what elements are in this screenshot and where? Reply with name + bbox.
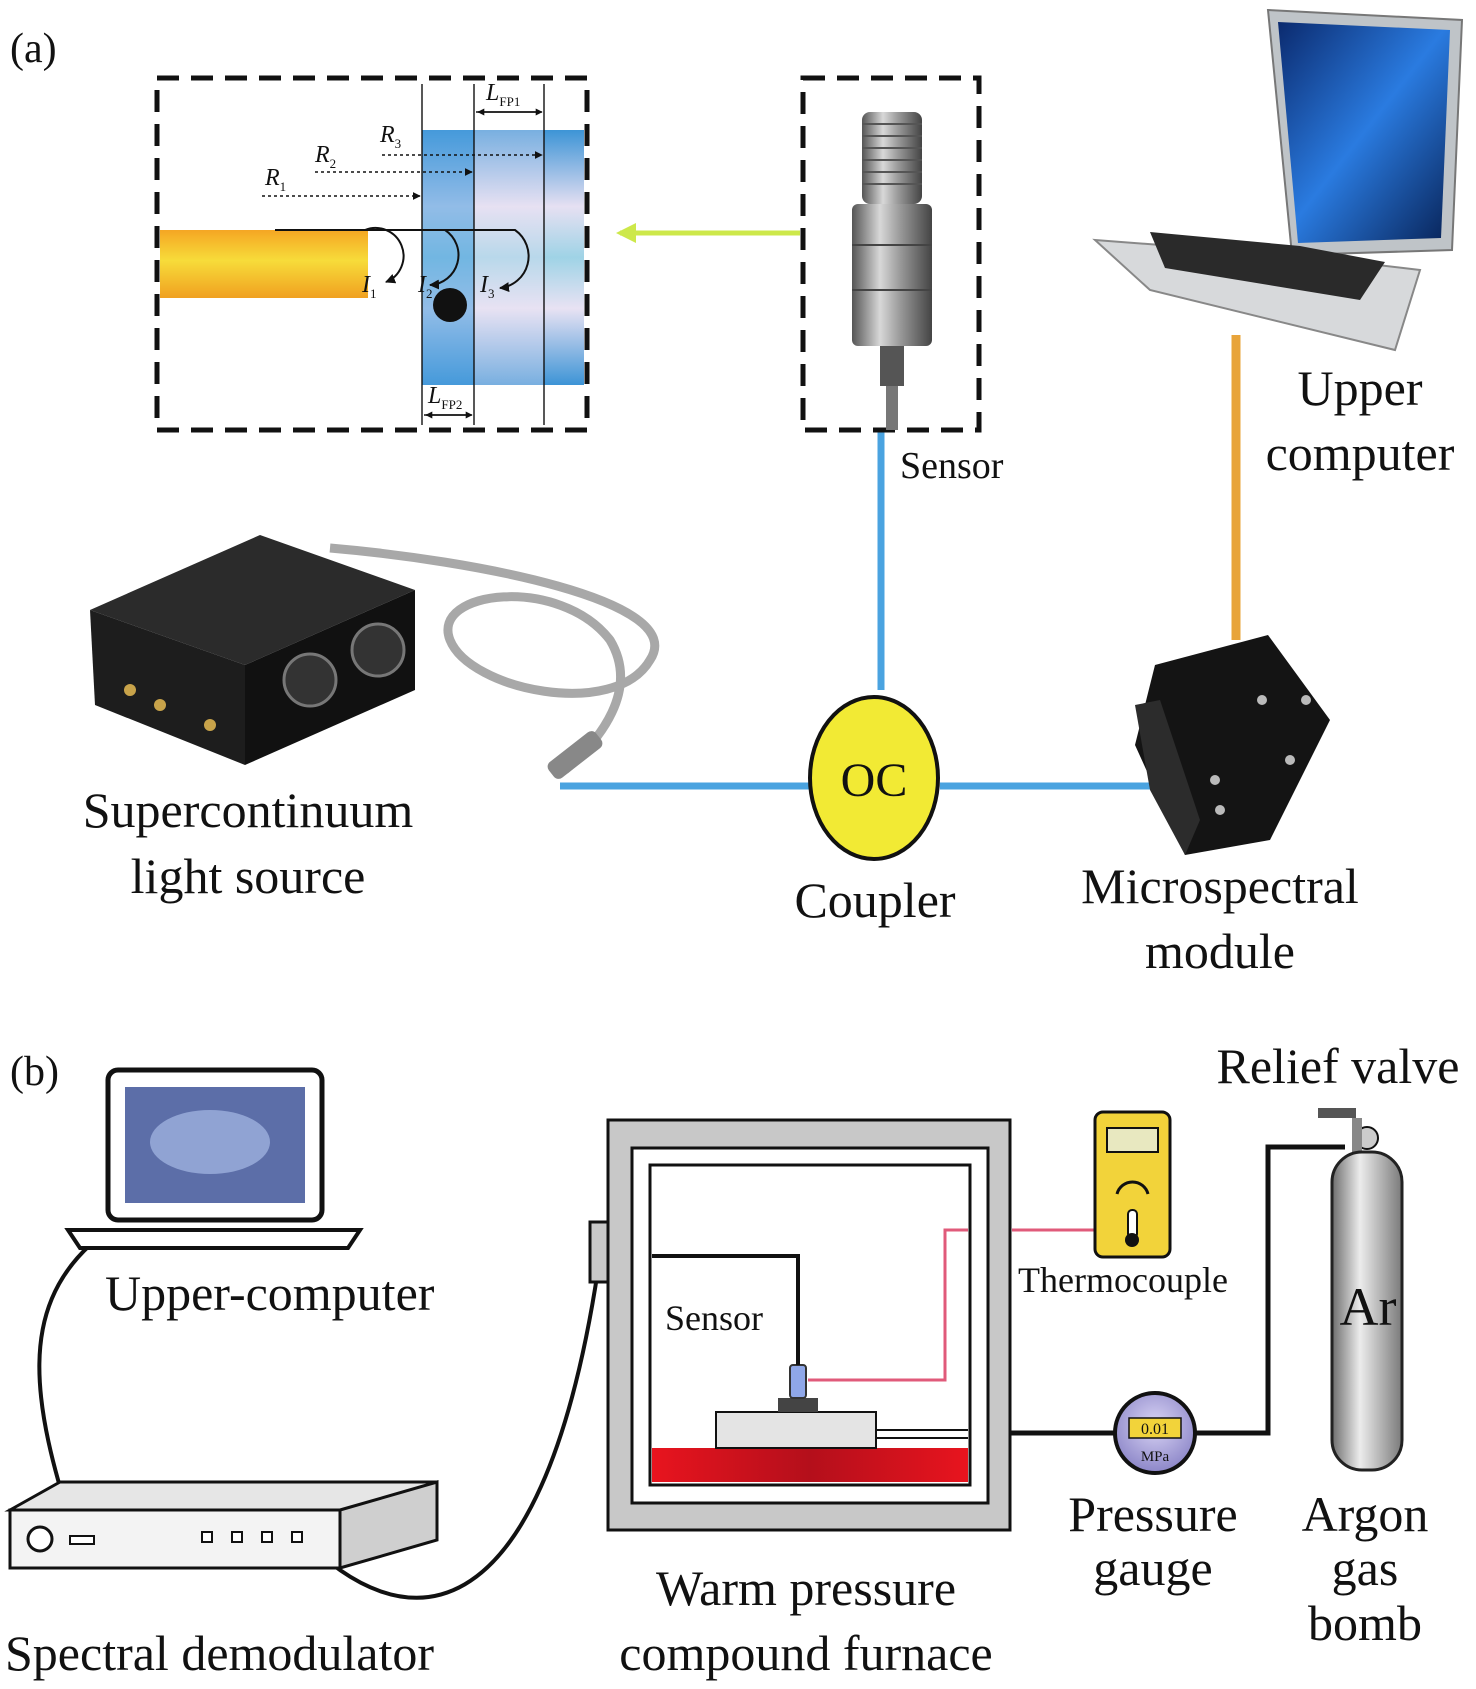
relief-valve-cap	[1318, 1108, 1356, 1118]
sensor-b-label: Sensor	[665, 1298, 763, 1338]
furnace-port	[588, 1220, 610, 1284]
furnace-label-line2: compound furnace	[619, 1625, 992, 1681]
label-r3: R3	[379, 122, 401, 151]
probe-thread	[862, 112, 922, 204]
gauge-display	[1128, 1417, 1182, 1439]
sensor-mount	[778, 1398, 818, 1412]
label-lfp2: LFP2	[427, 383, 462, 412]
fp-cavity-layer-1	[422, 130, 474, 385]
argon-label-line3: bomb	[1308, 1595, 1422, 1651]
laptop-screen	[1278, 22, 1450, 243]
power-button-icon	[26, 1525, 54, 1553]
usb-port-icon	[69, 1535, 95, 1545]
label-i2: I2	[417, 272, 433, 301]
module-fins	[1135, 700, 1200, 855]
supercontinuum-light-source	[90, 535, 660, 779]
upper-computer-laptop-b	[64, 1067, 364, 1250]
pressure-gauge-label-line1: Pressure	[1068, 1486, 1237, 1542]
coupler-symbol: OC	[841, 754, 908, 807]
thermocouple-label: Thermocouple	[1018, 1260, 1228, 1300]
label-lfp1: LFP1	[485, 80, 520, 109]
probe-tail	[886, 386, 898, 430]
fiber-patch-cable	[329, 543, 660, 774]
sensor-structure-inset: R1 R2 R3 I1 I2 I3 LFP1 LFP2	[154, 75, 590, 433]
fiber-connector	[547, 731, 603, 779]
optical-fiber	[160, 230, 368, 298]
bottle-body	[1330, 1150, 1404, 1472]
microspectral-label-line2: module	[1145, 923, 1295, 979]
label-i3: I3	[479, 272, 495, 301]
i3-reflection	[445, 229, 530, 293]
laptop-b-base	[64, 1228, 364, 1250]
label-r2: R2	[314, 142, 336, 171]
pressure-gauge: 0.01 MPa	[1113, 1391, 1197, 1475]
pressure-gauge-label-line2: gauge	[1093, 1540, 1212, 1596]
upper-computer-laptop	[1092, 8, 1464, 352]
optical-coupler	[808, 695, 940, 861]
spectral-demodulator	[4, 1480, 439, 1570]
meter-dial-icon	[1115, 1180, 1150, 1195]
microspectral-module	[1135, 635, 1330, 855]
upper-computer-label-line1: Upper	[1298, 360, 1423, 416]
sample-stage	[715, 1411, 877, 1449]
microspectral-label-line1: Microspectral	[1081, 858, 1359, 914]
argon-label-line2: gas	[1332, 1540, 1399, 1596]
upper-computer-b-label: Upper-computer	[105, 1265, 435, 1321]
gas-line-gauge-to-bottle	[1195, 1144, 1345, 1436]
fp-cavity-layer-2	[474, 130, 544, 385]
gauge-reading: 0.01	[1141, 1421, 1169, 1438]
supercontinuum-label-line1: Supercontinuum	[83, 782, 414, 838]
warm-pressure-furnace	[588, 1118, 1012, 1532]
sensor-label: Sensor	[900, 445, 1004, 487]
label-r1: R1	[264, 165, 286, 194]
fiber-sensor-probe	[800, 75, 982, 433]
panel-label-a: (a)	[10, 26, 57, 72]
laptop-keyboard	[1150, 232, 1385, 300]
sensor-b-probe	[789, 1364, 807, 1399]
heater-plate	[652, 1448, 968, 1482]
coupler-label: Coupler	[794, 872, 955, 928]
argon-gas-bottle: Ar	[1318, 1108, 1404, 1472]
cavity-particle	[433, 288, 467, 322]
probe-body	[852, 204, 932, 346]
argon-label-line1: Argon	[1302, 1486, 1429, 1542]
source-top	[90, 535, 415, 665]
demodulator-side	[338, 1480, 439, 1570]
spectral-demodulator-label: Spectral demodulator	[5, 1625, 434, 1681]
panel-label-b: (b)	[10, 1049, 59, 1095]
upper-computer-label-line2: computer	[1266, 425, 1455, 481]
i1-reflection	[275, 227, 405, 284]
probe-neck	[880, 346, 904, 386]
i2-reflection	[365, 229, 460, 290]
fan-2-icon	[350, 622, 406, 678]
inset-dashed-frame	[154, 75, 590, 433]
relief-valve-label: Relief valve	[1217, 1038, 1460, 1094]
gauge-unit: MPa	[1141, 1449, 1170, 1465]
cable-demodulator-to-furnace	[298, 1269, 600, 1600]
supercontinuum-label-line2: light source	[131, 848, 366, 904]
thermocouple-meter	[1093, 1110, 1172, 1259]
bottle-label: Ar	[1340, 1277, 1397, 1337]
relief-valve-stem	[1352, 1118, 1362, 1153]
thermocouple-wire-inner	[808, 1228, 968, 1382]
sensor-b-fiber	[652, 1254, 800, 1365]
furnace-label-line1: Warm pressure	[656, 1560, 956, 1616]
label-i1: I1	[361, 272, 377, 301]
demodulator-front	[8, 1508, 342, 1570]
fan-1-icon	[282, 652, 338, 708]
meter-display	[1106, 1127, 1159, 1153]
